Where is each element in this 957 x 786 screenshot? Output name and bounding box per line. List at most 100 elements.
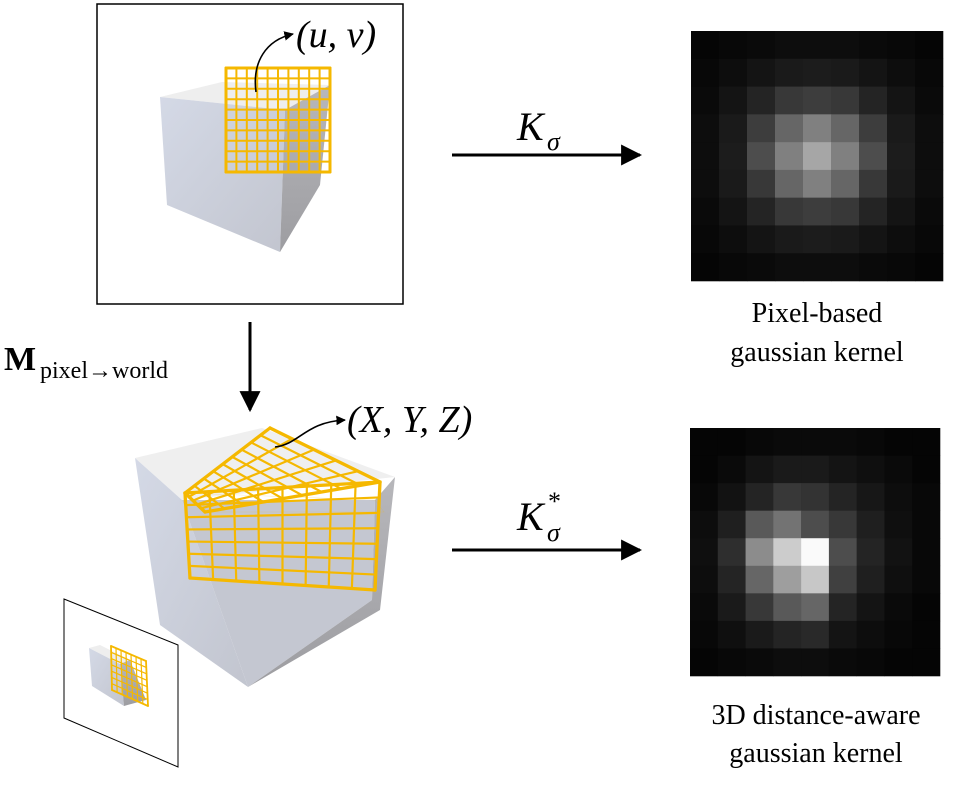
kernel-bottom-cell (884, 538, 913, 567)
kernel-bottom-cell (690, 593, 719, 622)
kernel-top-cell (859, 142, 888, 171)
kernel-top-cell (803, 86, 832, 115)
kernel-bottom-cell (773, 620, 802, 649)
kernel-top-cell (747, 31, 776, 60)
kernel-top-cell (831, 225, 860, 254)
cube-world-front-face (135, 458, 248, 687)
kernel-image-pixel-based (691, 31, 944, 282)
kernel-bottom-cell (773, 593, 802, 622)
kernel-top-cell (803, 197, 832, 226)
kernel-bottom-cell (828, 428, 857, 456)
kernel-top-cell (859, 114, 888, 143)
kernel-bottom-cell (773, 538, 802, 567)
kernel-bottom-cell (856, 620, 885, 649)
kernel-bottom-cell (828, 455, 857, 484)
world-grid-front-line-hline (188, 564, 377, 576)
kernel-bottom-cell (690, 620, 719, 649)
kernel-bottom-cell (856, 538, 885, 567)
kernel-top-cell (831, 31, 860, 60)
world-grid-front-line-vline (257, 487, 261, 584)
kernel-top-cell (859, 31, 888, 60)
kernel-bottom-cell (828, 483, 857, 511)
caption-bottom-line1: 3D distance-aware (711, 700, 920, 731)
kernel-top-cell (859, 225, 888, 254)
kernel-top-cell (831, 58, 860, 87)
uv-label: (u, v) (296, 14, 376, 56)
kernel-bottom-cell (745, 620, 774, 649)
world-grid-front-line-vline (350, 482, 357, 590)
kernel-bottom-cell (801, 538, 830, 567)
kernel-bottom-cell (828, 620, 857, 649)
small-grid-line-vline (110, 645, 113, 691)
kernel-bottom-cell (801, 648, 830, 677)
small-grid-line-hline (110, 670, 148, 688)
kernel-image-distance-aware (690, 428, 941, 677)
caption-top-line1: Pixel-based (752, 298, 883, 329)
kernel-bottom-cell (773, 455, 802, 484)
kernel-top-cell (691, 225, 720, 254)
kernel-top-cell (747, 169, 776, 198)
image-plane-top: (u, v) (96, 3, 404, 305)
kernel-top-cell (887, 142, 916, 171)
world-grid-top-line-hline (199, 470, 360, 510)
xyz-label: (X, Y, Z) (347, 399, 472, 441)
kernel-bottom-cell (773, 483, 802, 511)
kernel-bottom-cell (773, 428, 802, 456)
kernel-top-cell (719, 142, 748, 171)
kernel-bottom-superscript: * (548, 487, 561, 516)
world-grid-front-line-vline (373, 480, 382, 592)
kernel-bottom-cell (856, 510, 885, 539)
small-cube-top (89, 645, 130, 664)
kernel-top-cell (887, 225, 916, 254)
kernel-bottom-subscript: σ (547, 518, 561, 547)
world-grid-front-line-vline (327, 483, 333, 589)
kernel-top-cell (719, 58, 748, 87)
kernel-top-cell (803, 225, 832, 254)
kernel-bottom-cell (828, 648, 857, 677)
world-grid-front-line-hline (183, 480, 382, 495)
world-grid-front-line-hline (186, 527, 379, 531)
kernel-top-cell (691, 86, 720, 115)
kernel-bottom-cell (717, 483, 746, 511)
kernel-bottom-cell (717, 510, 746, 539)
kernel-bottom-cell (801, 510, 830, 539)
world-grid-front-line-hline (186, 540, 379, 545)
world-grid-front-line-hline (184, 496, 381, 507)
kernel-top-cell (775, 31, 804, 60)
kernel-bottom-cell (856, 593, 885, 622)
kernel-top-cell (691, 114, 720, 143)
kernel-top-cell (747, 58, 776, 87)
kernel-top-cell (887, 197, 916, 226)
kernel-top-cell (915, 197, 944, 226)
kernel-top-cell (719, 253, 748, 282)
small-grid-line-hline (110, 645, 147, 662)
kernel-bottom-cell (856, 483, 885, 511)
kernel-top-cell (803, 169, 832, 198)
kernel-bottom-cell (884, 565, 913, 594)
kernel-top-cell (859, 86, 888, 115)
kernel-top-cell (691, 169, 720, 198)
kernel-bottom-cell (912, 620, 941, 649)
kernel-bottom-cell (745, 565, 774, 594)
kernel-bottom-cell (690, 510, 719, 539)
kernel-bottom-cell (690, 565, 719, 594)
world-grid (183, 426, 385, 592)
kernel-bottom-cell (717, 455, 746, 484)
world-grid-top-line-vline (250, 441, 343, 490)
kernel-top-cell (803, 142, 832, 171)
kernel-bottom-cell (828, 593, 857, 622)
cube-world-front-right (182, 500, 375, 687)
kernel-bottom-cell (717, 648, 746, 677)
kernel-top-cell (691, 142, 720, 171)
kernel-bottom-cell (801, 593, 830, 622)
world-grid-front-line-vline (208, 490, 215, 581)
kernel-bottom-cell (828, 565, 857, 594)
world-grid-top-line-hline (195, 459, 338, 506)
kernel-bottom-cell (912, 565, 941, 594)
kernel-bottom-cell (773, 510, 802, 539)
kernel-bottom-cell (828, 538, 857, 567)
world-grid-top-line-vline (231, 455, 304, 497)
kernel-top-cell (859, 58, 888, 87)
kernel-bottom-cell (912, 483, 941, 511)
